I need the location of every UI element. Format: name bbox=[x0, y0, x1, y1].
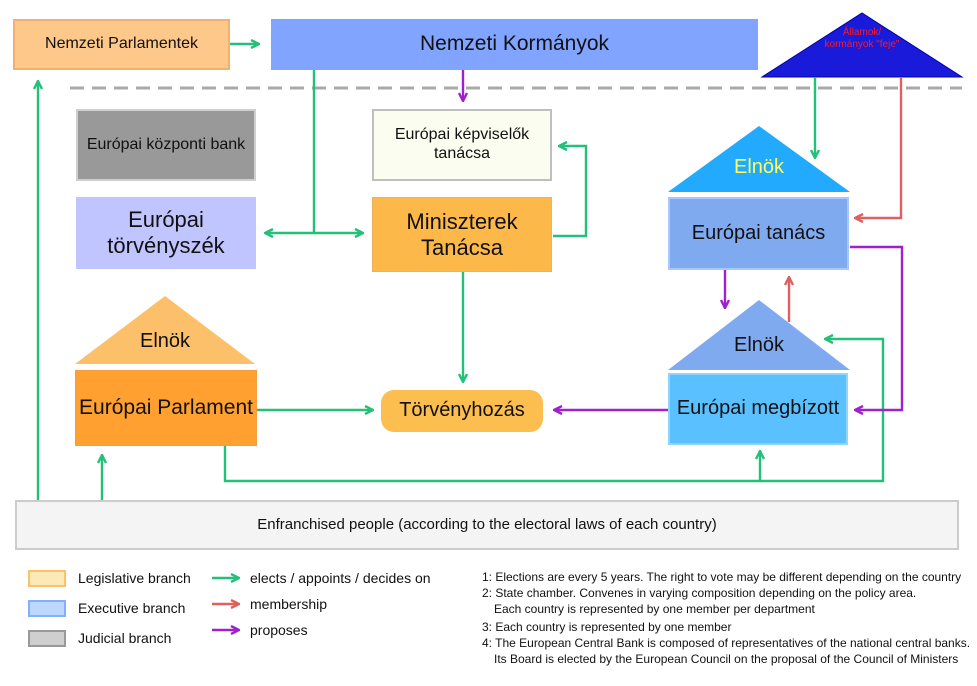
legend-membership-label: membership bbox=[250, 596, 328, 612]
heads-of-state-label: Államok/ kormányok "feje" bbox=[824, 27, 900, 50]
coreper-box: Európai képviselők tanácsa bbox=[372, 109, 552, 181]
arrow-council-commission bbox=[850, 245, 904, 410]
footnote-1: 1: Elections are every 5 years. The righ… bbox=[482, 570, 962, 584]
commission-president-triangle bbox=[668, 300, 850, 370]
arrow-heads-membership bbox=[856, 77, 903, 218]
council-president-label: Elnök bbox=[733, 156, 785, 178]
european-council-box: Európai tanács bbox=[668, 197, 849, 270]
council-president-triangle bbox=[668, 126, 850, 192]
national-parliaments-box: Nemzeti Parlamentek bbox=[13, 19, 230, 70]
footnote-3: 3: Each country is represented by one me… bbox=[482, 620, 732, 634]
parliament-president-label: Elnök bbox=[139, 330, 191, 352]
council-of-ministers-box: Miniszterek Tanácsa bbox=[372, 197, 552, 272]
legislation-box: Törvényhozás bbox=[381, 390, 543, 432]
arrow-ministers-coreper bbox=[553, 146, 588, 238]
legend-legislative-swatch bbox=[28, 570, 66, 587]
commission-box: Európai megbízott bbox=[668, 373, 848, 445]
legend-executive-swatch bbox=[28, 600, 66, 617]
footnote-4: 4: The European Central Bank is composed… bbox=[482, 636, 971, 650]
court-box: Európai törvényszék bbox=[76, 197, 256, 269]
central-bank-box: Európai központi bank bbox=[76, 109, 256, 181]
legend-proposes-label: proposes bbox=[250, 622, 308, 638]
legend-legislative-label: Legislative branch bbox=[78, 570, 191, 586]
footnote-4-cont: Its Board is elected by the European Cou… bbox=[494, 652, 959, 666]
arrow-parliament-commission bbox=[223, 445, 760, 483]
legend-judicial-label: Judicial branch bbox=[78, 630, 172, 646]
parliament-president-triangle bbox=[75, 296, 255, 364]
heads-of-state-triangle bbox=[760, 12, 964, 78]
legend-elects-label: elects / appoints / decides on bbox=[250, 570, 431, 586]
footnotes: 1: Elections are every 5 years. The righ… bbox=[482, 570, 977, 680]
european-parliament-box: Európai Parlament bbox=[75, 370, 257, 446]
commission-president-label: Elnök bbox=[733, 334, 785, 356]
legend-executive-label: Executive branch bbox=[78, 600, 186, 616]
footnote-2-cont: Each country is represented by one membe… bbox=[494, 602, 815, 616]
footnote-2: 2: State chamber. Convenes in varying co… bbox=[482, 586, 917, 600]
national-governments-box: Nemzeti Kormányok bbox=[271, 19, 758, 70]
people-box: Enfranchised people (according to the el… bbox=[15, 500, 959, 550]
legend-judicial-swatch bbox=[28, 630, 66, 647]
